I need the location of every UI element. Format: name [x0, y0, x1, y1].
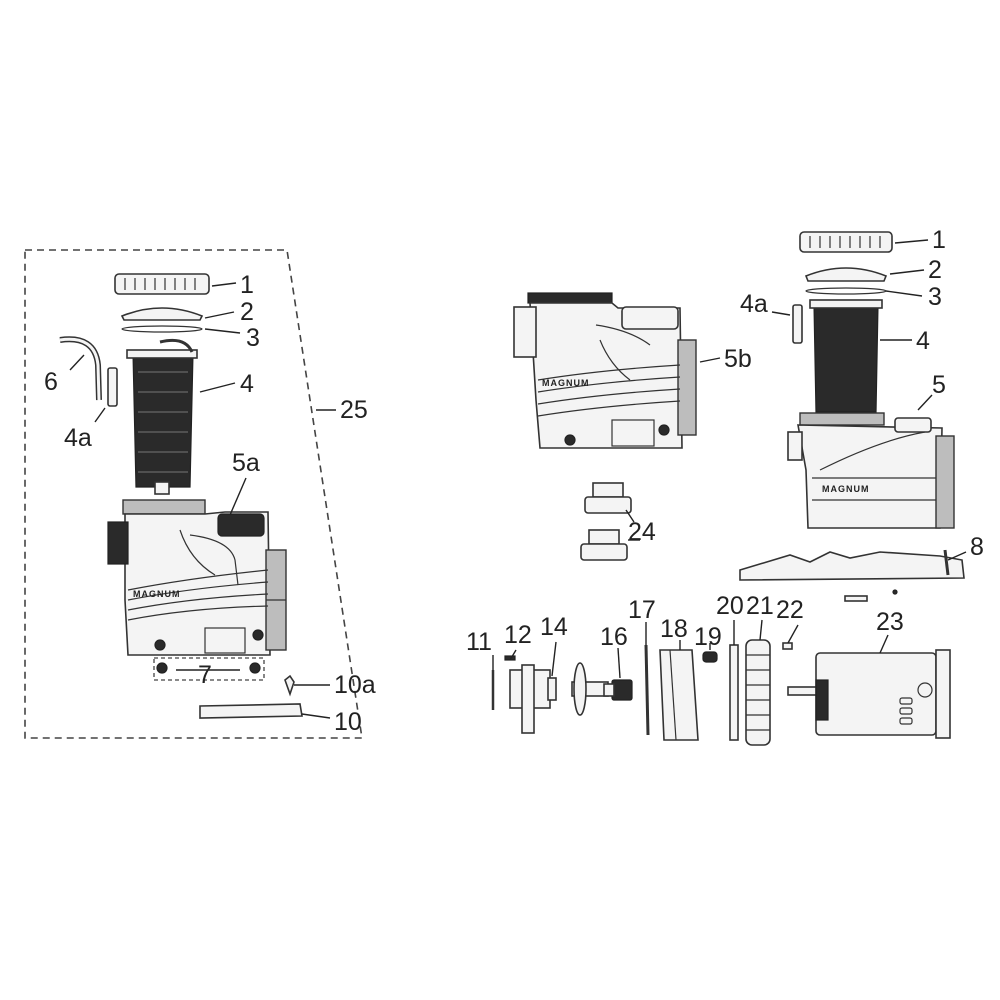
- part-10a: [284, 674, 295, 697]
- part-lid-ring-left: [114, 273, 210, 295]
- part-lid-ring-right: [799, 231, 893, 253]
- callout-2-right: 2: [928, 256, 942, 284]
- part-wrench-10: [199, 703, 303, 719]
- callout-4-left: 4: [240, 370, 254, 398]
- callout-3-right: 3: [928, 283, 942, 311]
- part-oring-right: [805, 287, 887, 295]
- kit-25-dashed-outline: [24, 249, 363, 739]
- callout-1-right: 1: [932, 226, 946, 254]
- callout-4a-right: 4a: [740, 290, 768, 318]
- callout-18: 18: [660, 615, 688, 643]
- callout-7: 7: [198, 661, 212, 689]
- callout-12: 12: [504, 621, 532, 649]
- part-lid-left: [120, 307, 204, 321]
- callout-16: 16: [600, 623, 628, 651]
- part-14-seal: [547, 677, 557, 701]
- part-key: [844, 589, 898, 602]
- callout-10: 10: [334, 708, 362, 736]
- part-20-ring: [729, 644, 739, 741]
- callout-22: 22: [776, 596, 804, 624]
- brand-magnum-right: MAGNUM: [822, 484, 870, 494]
- part-lid-right: [804, 267, 888, 282]
- callout-24: 24: [628, 518, 656, 546]
- part-clip-4a-left: [107, 367, 118, 407]
- part-18-seal-plate: [659, 649, 699, 741]
- callout-17: 17: [628, 596, 656, 624]
- callout-14: 14: [540, 613, 568, 641]
- part-basket-left: [126, 338, 198, 495]
- part-clip-4a-right: [792, 304, 803, 344]
- part-impeller: [571, 662, 609, 716]
- part-16-spring: [603, 679, 633, 701]
- part-basket-right: [809, 299, 883, 413]
- callout-4-right: 4: [916, 327, 930, 355]
- part-oring-left: [121, 325, 203, 333]
- part-22-screw: [782, 642, 793, 650]
- leader-lines: [69, 239, 967, 719]
- callout-5a: 5a: [232, 449, 260, 477]
- callout-6: 6: [44, 368, 58, 396]
- part-base-8: [739, 551, 965, 581]
- callout-11: 11: [466, 628, 492, 656]
- part-17-gasket: [644, 644, 650, 736]
- part-drain-plugs-7: [153, 657, 265, 681]
- callout-23: 23: [876, 608, 904, 636]
- part-pump-housing-right: MAGNUM: [787, 412, 955, 529]
- callout-labels: 1 2 3 4 6 4a 5a 25 7 10a 10 5b 24 1 2 3 …: [44, 226, 984, 736]
- brand-magnum-left: MAGNUM: [133, 589, 181, 599]
- callout-19: 19: [694, 623, 722, 651]
- callout-20: 20: [716, 592, 744, 620]
- callout-5b: 5b: [724, 345, 752, 373]
- callout-25: 25: [340, 396, 368, 424]
- part-12-diffuser: [504, 655, 551, 734]
- part-21-motor-cover: [745, 639, 771, 746]
- part-pump-housing-left: MAGNUM: [107, 499, 287, 656]
- callout-3-left: 3: [246, 324, 260, 352]
- callout-5-right: 5: [932, 371, 946, 399]
- callout-8: 8: [970, 533, 984, 561]
- part-pump-housing-5b: MAGNUM: [513, 292, 697, 449]
- part-unions-24: [580, 482, 632, 561]
- part-19-screw: [702, 651, 718, 663]
- part-23-motor: [787, 649, 951, 739]
- callout-1-left: 1: [240, 271, 254, 299]
- brand-magnum-mid: MAGNUM: [542, 378, 590, 388]
- callout-2-left: 2: [240, 298, 254, 326]
- callout-10a: 10a: [334, 671, 376, 699]
- callout-4a-left: 4a: [64, 424, 92, 452]
- callout-21: 21: [746, 592, 774, 620]
